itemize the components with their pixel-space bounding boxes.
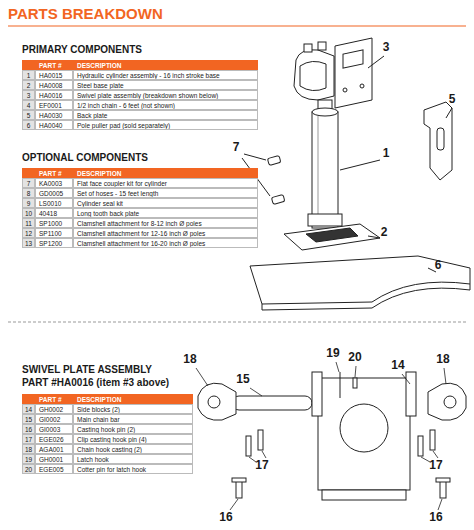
item-number: 8 <box>22 188 35 198</box>
part-description: Clamshell attachment for 8-12 inch Ø pol… <box>73 218 258 228</box>
part-number: AGA001 <box>35 444 73 454</box>
part-number: SP1000 <box>35 218 73 228</box>
part-number: SP1200 <box>35 238 73 248</box>
part-number: HA0030 <box>35 110 73 120</box>
part-description: Hydraulic cylinder assembly - 16 inch st… <box>73 70 258 80</box>
table-header: PART # <box>35 394 73 404</box>
part-description: Cotter pin for latch hook <box>73 464 193 474</box>
item-number: 1 <box>22 70 35 80</box>
part-number: HA0040 <box>35 120 73 130</box>
item-number: 17 <box>22 434 35 444</box>
table-header: DESCRIPTION <box>73 60 258 70</box>
callout-number: 16 <box>214 510 238 524</box>
part-description: Flat face coupler kit for cylinder <box>73 178 258 188</box>
part-description: Set of hoses - 15 feet length <box>73 188 258 198</box>
part-description: Clip casting hook pin (4) <box>73 434 193 444</box>
part-number: GH0002 <box>35 404 73 414</box>
callout-number: 7 <box>224 140 248 154</box>
part-description: Chain hook casting (2) <box>73 444 193 454</box>
table-header-blank <box>22 394 35 404</box>
part-number: EGE026 <box>35 434 73 444</box>
part-description: Casting hook pin (2) <box>73 424 193 434</box>
item-number: 15 <box>22 414 35 424</box>
part-description: Cylinder seal kit <box>73 198 258 208</box>
part-description: Clamshell attachment for 12-16 inch Ø po… <box>73 228 258 238</box>
item-number: 14 <box>22 404 35 414</box>
item-number: 16 <box>22 424 35 434</box>
page-title: PARTS BREAKDOWN <box>8 5 163 22</box>
callout-number: 16 <box>424 510 448 524</box>
part-number: HA0008 <box>35 80 73 90</box>
part-number: LS0010 <box>35 198 73 208</box>
callout-number: 17 <box>424 458 448 472</box>
section-heading: PRIMARY COMPONENTS <box>22 44 142 55</box>
callout-number: 2 <box>372 225 396 239</box>
item-number: 10 <box>22 208 35 218</box>
table-header-blank <box>22 168 35 178</box>
part-number: EF0001 <box>35 100 73 110</box>
part-number: SP1100 <box>35 228 73 238</box>
table-header: PART # <box>35 60 73 70</box>
part-number: HA0015 <box>35 70 73 80</box>
part-number: KA0003 <box>35 178 73 188</box>
callout-number: 18 <box>431 352 455 366</box>
part-description: 1/2 inch chain - 6 feet (not shown) <box>73 100 258 110</box>
part-description: Latch hook <box>73 454 193 464</box>
section-heading: PART #HA0016 (item #3 above) <box>22 377 169 388</box>
item-number: 12 <box>22 228 35 238</box>
item-number: 19 <box>22 454 35 464</box>
table-header: PART # <box>35 168 73 178</box>
callout-number: 1 <box>374 146 398 160</box>
item-number: 9 <box>22 198 35 208</box>
item-number: 2 <box>22 80 35 90</box>
part-number: HA0016 <box>35 90 73 100</box>
section-heading: SWIVEL PLATE ASSEMBLY <box>22 364 152 375</box>
item-number: 13 <box>22 238 35 248</box>
callout-number: 6 <box>426 258 450 272</box>
part-number: GH0001 <box>35 454 73 464</box>
part-description: Clamshell attachment for 16-20 inch Ø po… <box>73 238 258 248</box>
item-number: 3 <box>22 90 35 100</box>
item-number: 5 <box>22 110 35 120</box>
part-description: Swivel plate assembly (breakdown shown b… <box>73 90 258 100</box>
part-description: Pole puller pad (sold separately) <box>73 120 258 130</box>
item-number: 7 <box>22 178 35 188</box>
part-description: Steel base plate <box>73 80 258 90</box>
callout-number: 15 <box>231 372 255 386</box>
section-heading: OPTIONAL COMPONENTS <box>22 152 148 163</box>
table-header: DESCRIPTION <box>73 168 258 178</box>
item-number: 6 <box>22 120 35 130</box>
part-number: GI0002 <box>35 414 73 424</box>
part-description: Main chain bar <box>73 414 193 424</box>
callout-number: 20 <box>343 350 367 364</box>
callout-number: 5 <box>440 92 464 106</box>
item-number: 4 <box>22 100 35 110</box>
part-description: Back plate <box>73 110 258 120</box>
callout-number: 3 <box>374 40 398 54</box>
part-number: EGE005 <box>35 464 73 474</box>
part-number: GI0003 <box>35 424 73 434</box>
item-number: 11 <box>22 218 35 228</box>
part-description: Long tooth back plate <box>73 208 258 218</box>
table-header-blank <box>22 60 35 70</box>
callout-number: 17 <box>250 458 274 472</box>
part-number: GD0005 <box>35 188 73 198</box>
callout-number: 18 <box>178 352 202 366</box>
part-number: 40418 <box>35 208 73 218</box>
table-header: DESCRIPTION <box>73 394 193 404</box>
part-description: Side blocks (2) <box>73 404 193 414</box>
callout-number: 19 <box>321 346 345 360</box>
item-number: 20 <box>22 464 35 474</box>
callout-number: 14 <box>386 358 410 372</box>
item-number: 18 <box>22 444 35 454</box>
